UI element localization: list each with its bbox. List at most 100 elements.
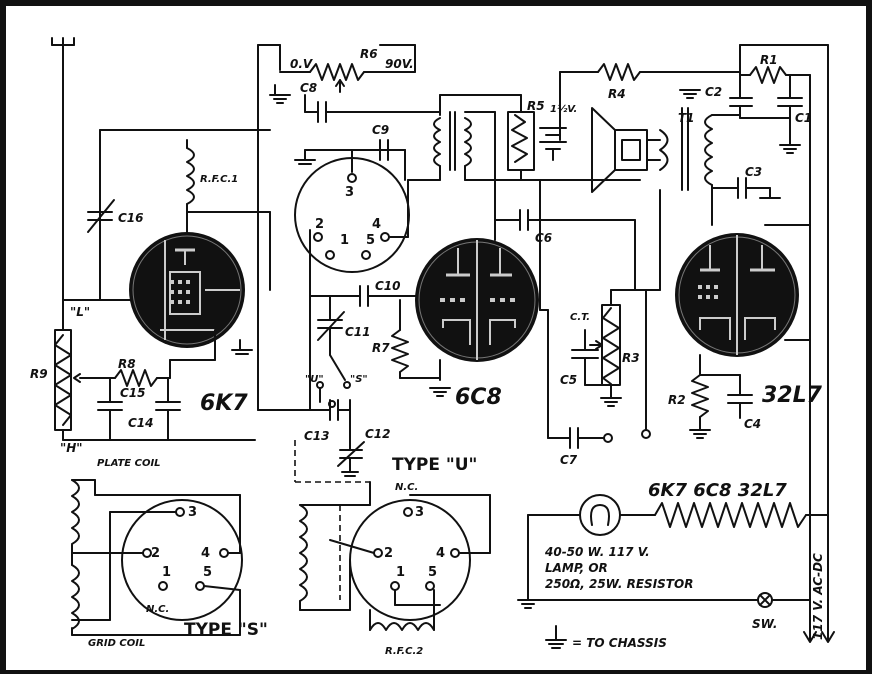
- label-c4: C4: [744, 417, 761, 431]
- label-r6: R6: [360, 47, 378, 61]
- socket-s-pin-5: 5: [203, 565, 212, 580]
- label-heater-string: 6K7 6C8 32L7: [648, 480, 787, 501]
- label-L: "L": [70, 305, 90, 319]
- top-wiring: [99, 44, 829, 641]
- label-c15: C15: [120, 386, 146, 400]
- label-c8: C8: [300, 81, 317, 95]
- r7-resistor: [391, 299, 451, 397]
- label-ac-dc: 117 V. AC-DC: [811, 553, 825, 640]
- coil-form-type-s: [71, 479, 243, 636]
- label-r2: R2: [668, 393, 686, 407]
- c16-variable-capacitor: [87, 199, 115, 233]
- socket-b-pin-5: 5: [428, 565, 437, 580]
- c8-capacitor: [304, 94, 441, 123]
- label-c7: C7: [560, 453, 578, 467]
- socket-s-pin-4: 4: [201, 546, 210, 561]
- socket-b-pin-1: 1: [396, 565, 405, 580]
- label-switch-u: "U": [305, 374, 324, 385]
- c10-c11-capacitors: [309, 229, 421, 411]
- tube-6k7: [129, 232, 245, 348]
- chassis-ground-legend-icon: [545, 625, 567, 649]
- tube-label-6c8: 6C8: [455, 385, 502, 410]
- label-nc-s: N.C.: [146, 604, 169, 615]
- label-c12: C12: [365, 427, 391, 441]
- output-transformer: [659, 107, 741, 291]
- tube-6c8: [415, 238, 539, 381]
- label-c16: C16: [118, 211, 144, 225]
- tube-label-32l7: 32L7: [762, 383, 823, 408]
- 6k7-grid-wiring: [62, 299, 253, 361]
- label-c11: C11: [345, 325, 371, 339]
- ground-r4: [679, 89, 701, 99]
- label-0v: 0.V: [290, 57, 314, 71]
- label-lamp-line-2: LAMP, OR: [545, 561, 608, 575]
- c15-c14-capacitors: [97, 377, 181, 441]
- label-c6: C6: [535, 231, 552, 245]
- label-chassis-legend: = TO CHASSIS: [572, 636, 667, 650]
- label-c9: C9: [372, 123, 389, 137]
- label-plate-coil: PLATE COIL: [97, 458, 161, 469]
- label-c1: C1: [795, 111, 812, 125]
- c13-c12-capacitors: [257, 399, 370, 483]
- label-r7: R7: [372, 341, 390, 355]
- label-c14: C14: [128, 416, 154, 430]
- socket-s-pin-3: 3: [188, 505, 197, 520]
- r4-resistor: [559, 63, 681, 141]
- c9-capacitor: [294, 139, 406, 181]
- label-type-u: TYPE "U": [392, 455, 477, 475]
- label-lamp-line-1: 40-50 W. 117 V.: [544, 545, 650, 559]
- socket-u-pin-5: 5: [366, 233, 375, 248]
- label-r9: R9: [30, 367, 48, 381]
- label-lamp-line-3: 250Ω, 25W. RESISTOR: [545, 577, 693, 591]
- label-c13: C13: [304, 429, 330, 443]
- tube-32l7: [675, 224, 811, 376]
- label-r1: R1: [760, 53, 778, 67]
- label-grid-coil: GRID COIL: [88, 638, 145, 649]
- label-c10: C10: [375, 279, 401, 293]
- r1-c1-c2-group: [679, 66, 811, 154]
- r6-potentiometer: [269, 63, 416, 104]
- label-t1: T1: [678, 111, 695, 125]
- rfc1-choke: [186, 139, 271, 291]
- socket-u-pin-4: 4: [372, 217, 381, 232]
- socket-b-pin-3: 3: [415, 505, 424, 520]
- r3-c5-group: [571, 289, 661, 407]
- label-c5: C5: [560, 373, 577, 387]
- socket-s-pin-1: 1: [162, 565, 171, 580]
- label-battery: 1½V.: [550, 103, 577, 115]
- label-r3: R3: [622, 351, 640, 365]
- coil-form-type-u: [299, 481, 491, 631]
- label-c3: C3: [745, 165, 762, 179]
- label-c2: C2: [705, 85, 722, 99]
- c7-capacitor: [547, 289, 651, 449]
- socket-b-pin-4: 4: [436, 546, 445, 561]
- label-type-s: TYPE "S": [184, 620, 268, 640]
- antenna: [51, 37, 75, 301]
- socket-u-pin-1: 1: [340, 233, 349, 248]
- label-nc-u: N.C.: [395, 482, 418, 493]
- r5-resistor: [439, 94, 535, 181]
- socket-s-pin-2: 2: [151, 546, 160, 561]
- bottom-strip: [0, 674, 874, 694]
- battery: [539, 127, 567, 161]
- label-r8: R8: [118, 357, 136, 371]
- socket-u-pin-2: 2: [315, 217, 324, 232]
- tube-label-6k7: 6K7: [200, 391, 248, 416]
- socket-u-pin-3: 3: [345, 185, 354, 200]
- speaker: [591, 107, 669, 193]
- power-circuit: [517, 494, 835, 643]
- label-switch-s: "S": [350, 374, 368, 385]
- label-r4: R4: [608, 87, 626, 101]
- socket-b-pin-2: 2: [384, 546, 393, 561]
- label-90v: 90V.: [385, 57, 414, 71]
- c3-capacitor: [711, 177, 781, 199]
- label-H: "H": [60, 441, 83, 455]
- label-switch: SW.: [752, 617, 777, 631]
- r9-potentiometer: [54, 329, 256, 441]
- r2-c4-group: [689, 374, 753, 439]
- label-rfc2: R.F.C.2: [385, 646, 423, 657]
- label-ct: C.T.: [570, 312, 590, 323]
- label-rfc1: R.F.C.1: [200, 174, 238, 185]
- label-r5: R5: [527, 99, 545, 113]
